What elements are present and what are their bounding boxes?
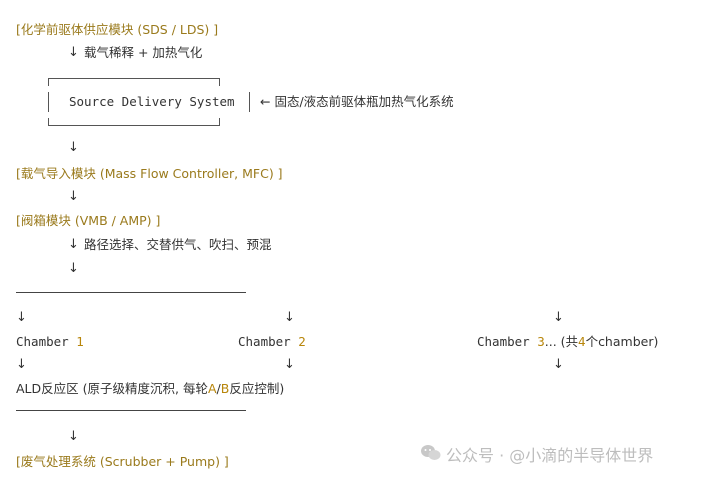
source-delivery-box — [48, 78, 220, 126]
ald-reaction-zone: ALD反应区 (原子级精度沉积, 每轮A/B反应控制) — [16, 381, 285, 396]
down-arrow-icon: ↓ — [68, 45, 79, 60]
down-arrow-icon: ↓ — [284, 357, 295, 372]
chamber-3-label: Chamber 3... (共4个chamber) — [477, 334, 659, 349]
valve-functions-note: 路径选择、交替供气、吹扫、预混 — [84, 237, 272, 252]
source-delivery-label: Source Delivery System — [69, 94, 235, 109]
chamber-1-label: Chamber 1 — [16, 334, 84, 349]
merge-line — [16, 410, 246, 411]
down-arrow-icon: ↓ — [68, 189, 79, 204]
down-arrow-icon: ↓ — [68, 261, 79, 276]
carrier-dilution-note: 载气稀释 + 加热气化 — [84, 45, 203, 60]
down-arrow-icon: ↓ — [16, 357, 27, 372]
down-arrow-icon: ↓ — [16, 310, 27, 325]
source-delivery-note: ← 固态/液态前驱体瓶加热气化系统 — [260, 94, 454, 109]
valve-module-label: [阀箱模块 (VMB / AMP) ] — [16, 213, 161, 228]
scrubber-module-label: [废气处理系统 (Scrubber + Pump) ] — [16, 454, 229, 469]
wechat-icon — [421, 445, 441, 460]
watermark-text: 公众号 · @小滴的半导体世界 — [446, 446, 654, 465]
precursor-module-label: [化学前驱体供应模块 (SDS / LDS) ] — [16, 22, 219, 37]
mfc-module-label: [载气导入模块 (Mass Flow Controller, MFC) ] — [16, 166, 283, 181]
split-line — [16, 292, 246, 293]
down-arrow-icon: ↓ — [553, 310, 564, 325]
down-arrow-icon: ↓ — [284, 310, 295, 325]
down-arrow-icon: ↓ — [68, 140, 79, 155]
box-left-edge — [48, 92, 49, 112]
down-arrow-icon: ↓ — [68, 429, 79, 444]
chamber-2-label: Chamber 2 — [238, 334, 306, 349]
down-arrow-icon: ↓ — [553, 357, 564, 372]
down-arrow-icon: ↓ — [68, 237, 79, 252]
box-right-edge — [249, 92, 250, 112]
